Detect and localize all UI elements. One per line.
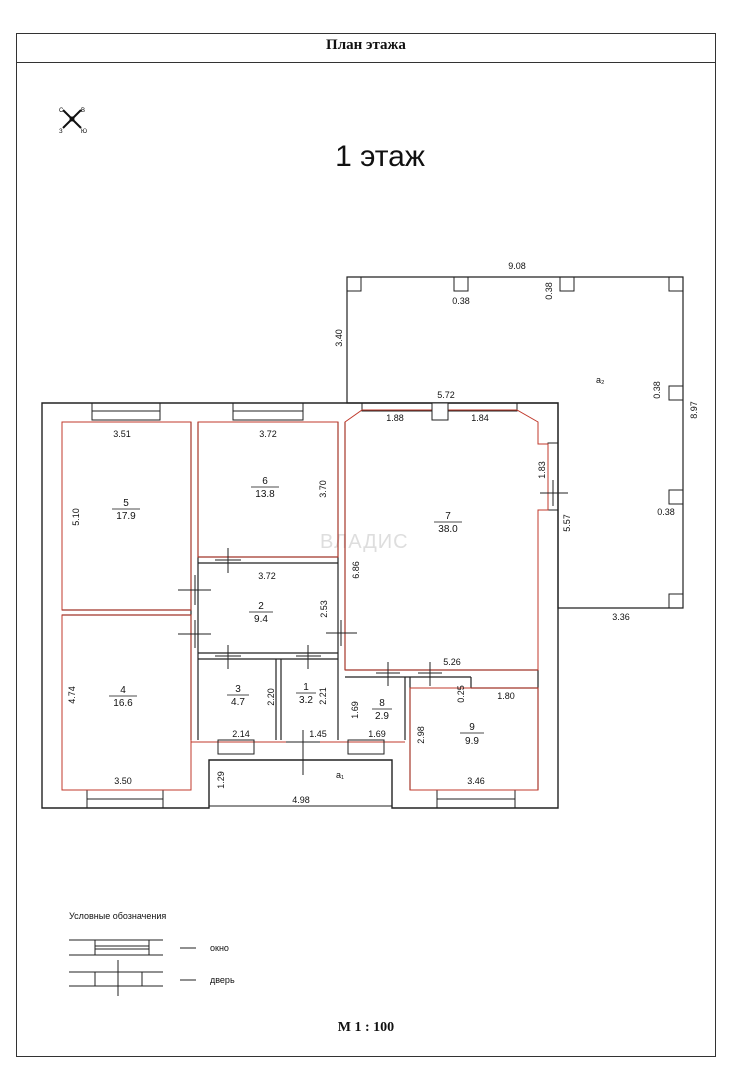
svg-text:2.98: 2.98	[416, 726, 426, 744]
svg-text:0.38: 0.38	[657, 507, 675, 517]
sheet-title: План этажа	[326, 37, 406, 53]
svg-text:9.08: 9.08	[508, 261, 526, 271]
svg-text:1.88: 1.88	[386, 413, 404, 423]
dimension-labels: 9.08 0.38 0.38 5.72 1.88 1.84 3.51 3.72 …	[67, 261, 699, 805]
svg-text:6: 6	[262, 476, 268, 487]
svg-text:3: 3	[235, 684, 241, 695]
interior-walls	[62, 422, 539, 790]
svg-text:8.97: 8.97	[689, 401, 699, 419]
svg-text:9.9: 9.9	[465, 736, 479, 747]
room-9-label: 9 9.9	[460, 722, 484, 747]
svg-text:16.6: 16.6	[113, 698, 133, 709]
floor-title: 1 этаж	[335, 140, 425, 173]
room-7-label: 7 38.0	[434, 511, 462, 535]
room-6-label: 6 13.8	[251, 476, 279, 500]
legend-door-symbol	[69, 960, 163, 996]
windows	[86, 402, 559, 809]
svg-text:0.38: 0.38	[544, 282, 554, 300]
annex-column	[346, 276, 362, 292]
svg-text:17.9: 17.9	[116, 511, 136, 522]
svg-text:8: 8	[379, 698, 385, 709]
svg-text:5.57: 5.57	[562, 514, 572, 532]
annex-column	[453, 276, 469, 292]
svg-text:С: С	[59, 108, 64, 114]
svg-text:0.38: 0.38	[452, 296, 470, 306]
svg-text:1.45: 1.45	[309, 729, 327, 739]
watermark-text: ВЛАДИС	[320, 531, 409, 553]
svg-text:3.72: 3.72	[259, 429, 277, 439]
annex-column	[668, 276, 684, 292]
compass-icon: С В З Ю	[59, 108, 87, 134]
svg-text:3.46: 3.46	[467, 776, 485, 786]
room-3-label: 3 4.7	[227, 684, 249, 708]
legend-window-symbol	[69, 939, 163, 956]
svg-text:З: З	[59, 129, 63, 134]
svg-text:0.38: 0.38	[652, 381, 662, 399]
svg-text:38.0: 38.0	[438, 524, 458, 535]
svg-text:3.72: 3.72	[258, 571, 276, 581]
room-2-label: 2 9.4	[249, 601, 273, 625]
legend-window-label: окно	[210, 943, 229, 953]
svg-text:6.86: 6.86	[351, 561, 361, 579]
svg-text:13.8: 13.8	[255, 489, 275, 500]
svg-text:5.72: 5.72	[437, 390, 455, 400]
svg-text:2.20: 2.20	[266, 688, 276, 706]
svg-text:7: 7	[445, 511, 451, 522]
header-divider	[16, 62, 716, 63]
svg-text:4.74: 4.74	[67, 686, 77, 704]
building-outline	[41, 402, 559, 809]
svg-text:1.80: 1.80	[497, 691, 515, 701]
svg-text:2.14: 2.14	[232, 729, 250, 739]
svg-text:1: 1	[303, 682, 309, 693]
room-4-label: 4 16.6	[109, 685, 137, 709]
svg-text:0.25: 0.25	[456, 685, 466, 703]
annex-column	[668, 385, 684, 401]
svg-text:9.4: 9.4	[254, 614, 268, 625]
svg-text:1.69: 1.69	[350, 701, 360, 719]
svg-text:Ю: Ю	[81, 129, 87, 134]
svg-text:В: В	[81, 108, 85, 114]
wall-pier	[431, 402, 449, 421]
svg-text:3.40: 3.40	[334, 329, 344, 347]
svg-text:1.84: 1.84	[471, 413, 489, 423]
svg-text:9: 9	[469, 722, 475, 733]
room-1-label: 1 3.2	[296, 682, 316, 706]
svg-text:5.10: 5.10	[71, 508, 81, 526]
svg-text:2: 2	[258, 601, 264, 612]
annex-column	[559, 276, 575, 292]
svg-text:1.29: 1.29	[216, 771, 226, 789]
doors	[178, 480, 568, 775]
annex-a1-label: а₁	[336, 770, 344, 780]
svg-text:1.69: 1.69	[368, 729, 386, 739]
svg-text:3.70: 3.70	[318, 480, 328, 498]
svg-text:5.26: 5.26	[443, 657, 461, 667]
room-contours	[61, 409, 549, 791]
annex-a2-label: а₂	[596, 375, 605, 385]
annex-a2-outline	[346, 276, 684, 609]
room-8-label: 8 2.9	[372, 698, 392, 722]
annex-column	[668, 489, 684, 505]
legend-title: Условные обозначения	[69, 911, 167, 921]
svg-text:3.36: 3.36	[612, 612, 630, 622]
svg-text:2.21: 2.21	[318, 687, 328, 705]
annex-column	[668, 593, 684, 609]
scale-label: М 1 : 100	[337, 1020, 395, 1035]
svg-text:2.53: 2.53	[319, 600, 329, 618]
svg-text:5: 5	[123, 498, 129, 509]
annex-a1-outline	[208, 759, 393, 807]
svg-text:3.50: 3.50	[114, 776, 132, 786]
svg-text:3.2: 3.2	[299, 695, 313, 706]
room-5-label: 5 17.9	[112, 498, 140, 522]
svg-text:2.9: 2.9	[375, 711, 389, 722]
drawing-frame	[16, 33, 716, 1057]
svg-text:3.51: 3.51	[113, 429, 131, 439]
svg-text:1.83: 1.83	[537, 461, 547, 479]
svg-text:4: 4	[120, 685, 126, 696]
svg-text:4.7: 4.7	[231, 697, 245, 708]
svg-text:4.98: 4.98	[292, 795, 310, 805]
legend-door-label: дверь	[210, 975, 235, 985]
